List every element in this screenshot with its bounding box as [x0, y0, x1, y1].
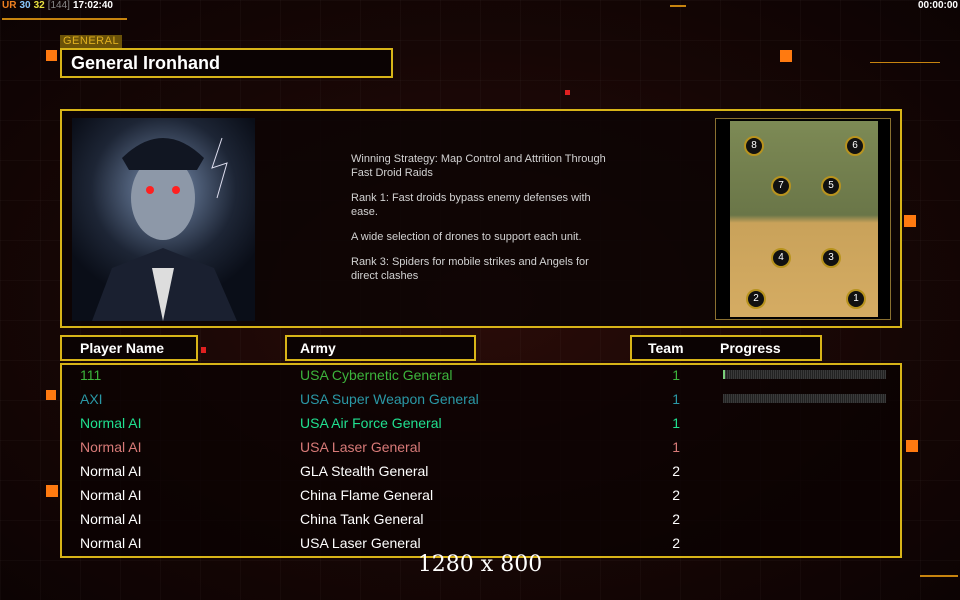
start-position: 2 — [746, 289, 766, 309]
team-number: 2 — [672, 535, 680, 551]
strategy-line: Rank 3: Spiders for mobile strikes and A… — [351, 256, 589, 282]
team-number: 1 — [672, 439, 680, 455]
deco-square — [201, 347, 206, 353]
header-team-progress: Team Progress — [630, 335, 822, 361]
team-number: 2 — [672, 463, 680, 479]
frame-count: [144] — [47, 0, 70, 11]
player-row[interactable]: Normal AI China Tank General 2 — [62, 511, 902, 535]
header-progress: Progress — [720, 340, 781, 356]
progress-bar — [723, 370, 886, 379]
player-row[interactable]: Normal AI USA Laser General 2 — [62, 535, 902, 559]
strategy-line: A wide selection of drones to support ea… — [351, 231, 582, 243]
strategy-line: Rank 1: Fast droids bypass enemy defense… — [351, 192, 591, 218]
player-name: Normal AI — [80, 439, 142, 455]
army-name: USA Laser General — [300, 439, 421, 455]
header-player-name: Player Name — [60, 335, 198, 361]
army-name: China Flame General — [300, 487, 434, 503]
header-team: Team — [648, 340, 684, 356]
deco-square — [780, 50, 792, 62]
army-name: GLA Stealth General — [300, 463, 429, 479]
team-number: 1 — [672, 391, 680, 407]
team-number: 1 — [672, 367, 680, 383]
player-name: Normal AI — [80, 463, 142, 479]
start-position: 6 — [845, 136, 865, 156]
header-army: Army — [285, 335, 476, 361]
deco-square — [46, 485, 58, 497]
general-portrait — [72, 118, 255, 321]
army-name: USA Laser General — [300, 535, 421, 551]
team-number: 2 — [672, 511, 680, 527]
deco-line — [670, 5, 686, 7]
army-name: USA Super Weapon General — [300, 391, 479, 407]
fps-value-2: 32 — [33, 0, 45, 11]
team-number: 2 — [672, 487, 680, 503]
portrait-image — [92, 137, 237, 321]
army-name: USA Air Force General — [300, 415, 442, 431]
player-name: Normal AI — [80, 511, 142, 527]
player-row[interactable]: AXI USA Super Weapon General 1 — [62, 391, 902, 415]
player-name: AXI — [80, 391, 103, 407]
start-position: 3 — [821, 248, 841, 268]
map-preview: 8 6 7 5 4 3 2 1 — [715, 118, 891, 320]
start-position: 5 — [821, 176, 841, 196]
general-name: General Ironhand — [60, 48, 393, 78]
start-position: 8 — [744, 136, 764, 156]
progress-bar — [723, 394, 886, 403]
army-name: China Tank General — [300, 511, 424, 527]
player-name: Normal AI — [80, 535, 142, 551]
start-position: 4 — [771, 248, 791, 268]
strategy-text: Winning Strategy: Map Control and Attrit… — [351, 152, 641, 294]
system-time: 17:02:40 — [72, 0, 113, 11]
team-number: 1 — [672, 415, 680, 431]
deco-square — [46, 390, 56, 400]
deco-square — [904, 215, 916, 227]
deco-square — [906, 440, 918, 452]
player-name: Normal AI — [80, 487, 142, 503]
player-row[interactable]: Normal AI GLA Stealth General 2 — [62, 463, 902, 487]
resolution-label: 1280 x 800 — [417, 552, 543, 577]
ur-label: UR — [2, 0, 17, 11]
player-row[interactable]: Normal AI China Flame General 2 — [62, 487, 902, 511]
start-position: 7 — [771, 176, 791, 196]
deco-line — [920, 575, 958, 577]
player-row[interactable]: Normal AI USA Laser General 1 — [62, 439, 902, 463]
deco-line — [2, 18, 127, 20]
player-row[interactable]: Normal AI USA Air Force General 1 — [62, 415, 902, 439]
player-name: 111 — [80, 367, 102, 383]
deco-line — [870, 62, 940, 63]
deco-square — [565, 90, 570, 95]
fps-value: 30 — [19, 0, 31, 11]
start-position: 1 — [846, 289, 866, 309]
deco-square — [46, 50, 57, 61]
progress-fill — [723, 370, 725, 379]
game-clock: 00:00:00 — [917, 0, 958, 11]
army-name: USA Cybernetic General — [300, 367, 453, 383]
player-name: Normal AI — [80, 415, 142, 431]
general-label: GENERAL — [60, 35, 123, 48]
map-terrain: 8 6 7 5 4 3 2 1 — [730, 121, 878, 317]
player-row[interactable]: 111 USA Cybernetic General 1 — [62, 367, 902, 391]
strategy-line: Winning Strategy: Map Control and Attrit… — [351, 153, 606, 179]
